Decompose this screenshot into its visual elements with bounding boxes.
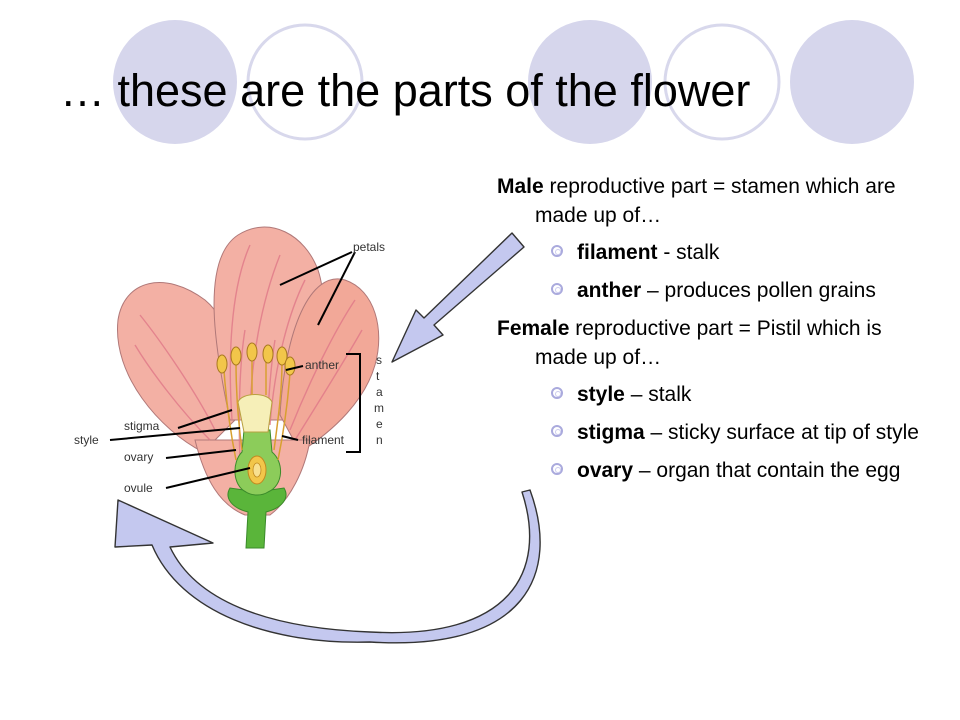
- bullet-stigma: stigma – sticky surface at tip of style: [551, 418, 937, 447]
- decorative-circle: [246, 23, 364, 141]
- bullet-icon: [551, 387, 563, 399]
- bullet-icon: [551, 425, 563, 437]
- decorative-circle: [663, 23, 781, 141]
- bullet-anther: anther – produces pollen grains: [551, 276, 937, 305]
- stamen-letter: s: [376, 353, 382, 367]
- male-paragraph: Male reproductive part = stamen which ar…: [497, 172, 937, 230]
- bullet-term: filament: [577, 241, 658, 264]
- stamen-letter: n: [376, 433, 383, 447]
- bullet-text: – organ that contain the egg: [633, 459, 901, 482]
- decorative-circle: [528, 20, 652, 144]
- male-term: Male: [497, 175, 544, 198]
- bullet-text: – stalk: [624, 383, 692, 406]
- label-filament: filament: [302, 433, 345, 447]
- bullet-term: stigma: [577, 421, 645, 444]
- female-term: Female: [497, 317, 570, 340]
- stamen-letter: e: [376, 417, 383, 431]
- label-anther: anther: [305, 358, 339, 372]
- bullet-term: anther: [577, 279, 642, 302]
- decorative-circle: [790, 20, 914, 144]
- bullet-term: style: [577, 383, 625, 406]
- decorative-circles: [113, 20, 914, 144]
- label-stigma: stigma: [124, 419, 160, 433]
- decorative-circle: [113, 20, 237, 144]
- slide-title: … these are the parts of the flower: [60, 65, 751, 116]
- bullet-term: ovary: [577, 459, 634, 482]
- stamen-letter: t: [376, 369, 380, 383]
- slide-content: Male reproductive part = stamen which ar…: [497, 172, 937, 494]
- label-style: style: [74, 433, 99, 447]
- stamen-letter: a: [376, 385, 383, 399]
- label-petals: petals: [353, 240, 385, 254]
- stigma-shape: [237, 394, 273, 433]
- bullet-filament: filament - stalk: [551, 238, 937, 267]
- label-stamen: s t a m e n: [374, 353, 384, 447]
- female-text: reproductive part = Pistil which is made…: [535, 317, 882, 369]
- bullet-style: style – stalk: [551, 380, 937, 409]
- curved-arrow: [114, 489, 541, 644]
- label-ovule: ovule: [124, 481, 153, 495]
- bullet-text: – produces pollen grains: [641, 279, 876, 302]
- bullet-icon: [551, 283, 563, 295]
- bullet-icon: [551, 463, 563, 475]
- stamen-letter: m: [374, 401, 384, 415]
- label-ovary: ovary: [124, 450, 153, 464]
- stamens-shape: [216, 342, 296, 461]
- bullet-text: – sticky surface at tip of style: [644, 421, 919, 444]
- bullet-ovary: ovary – organ that contain the egg: [551, 456, 937, 485]
- straight-arrow: [391, 232, 525, 363]
- bullet-icon: [551, 245, 563, 257]
- male-text: reproductive part = stamen which are mad…: [535, 175, 896, 227]
- bullet-text: - stalk: [657, 241, 720, 264]
- female-paragraph: Female reproductive part = Pistil which …: [497, 314, 937, 372]
